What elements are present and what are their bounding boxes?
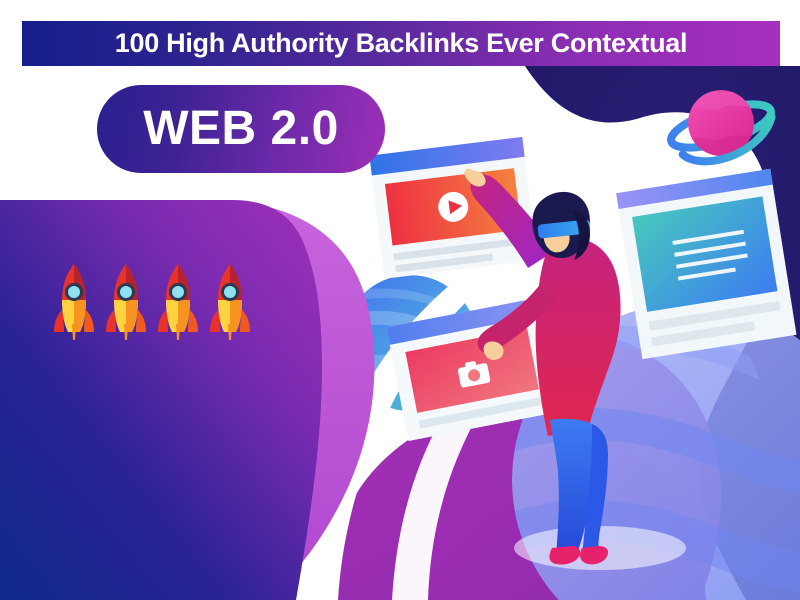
photo-card-titlebar [386, 298, 537, 345]
character-hair-strand [572, 210, 590, 260]
rocket-icon [106, 264, 146, 340]
character-left-leg [550, 418, 595, 556]
ringed-planet [667, 90, 776, 166]
badge-label: WEB 2.0 [143, 102, 339, 155]
rocket-icon [54, 264, 94, 340]
rocket-icon [158, 264, 198, 340]
white-sweep-inner [392, 300, 566, 600]
video-card-titlebar [369, 136, 525, 176]
vr-headset-icon [537, 219, 591, 239]
text-card-panel [632, 196, 778, 312]
header-banner: 100 High Authority Backlinks Ever Contex… [22, 21, 780, 66]
web-2-0-badge: WEB 2.0 [97, 85, 385, 173]
page-title: 100 High Authority Backlinks Ever Contex… [114, 28, 688, 58]
character-left-shoe [549, 546, 581, 565]
character-right-shoe [580, 546, 608, 565]
character-left-hand [464, 168, 486, 187]
left-feature-panel [0, 200, 322, 600]
camera-icon [457, 361, 491, 388]
text-card [616, 168, 797, 360]
rocket-row [52, 262, 252, 340]
rocket-icon [210, 264, 250, 340]
text-card-titlebar [616, 168, 773, 210]
character-right-hand [483, 341, 504, 360]
character-right-arm [477, 282, 556, 353]
character-right-leg [582, 424, 608, 556]
character-left-arm [470, 174, 556, 268]
vr-character [464, 168, 621, 565]
character-shirt [535, 237, 621, 436]
